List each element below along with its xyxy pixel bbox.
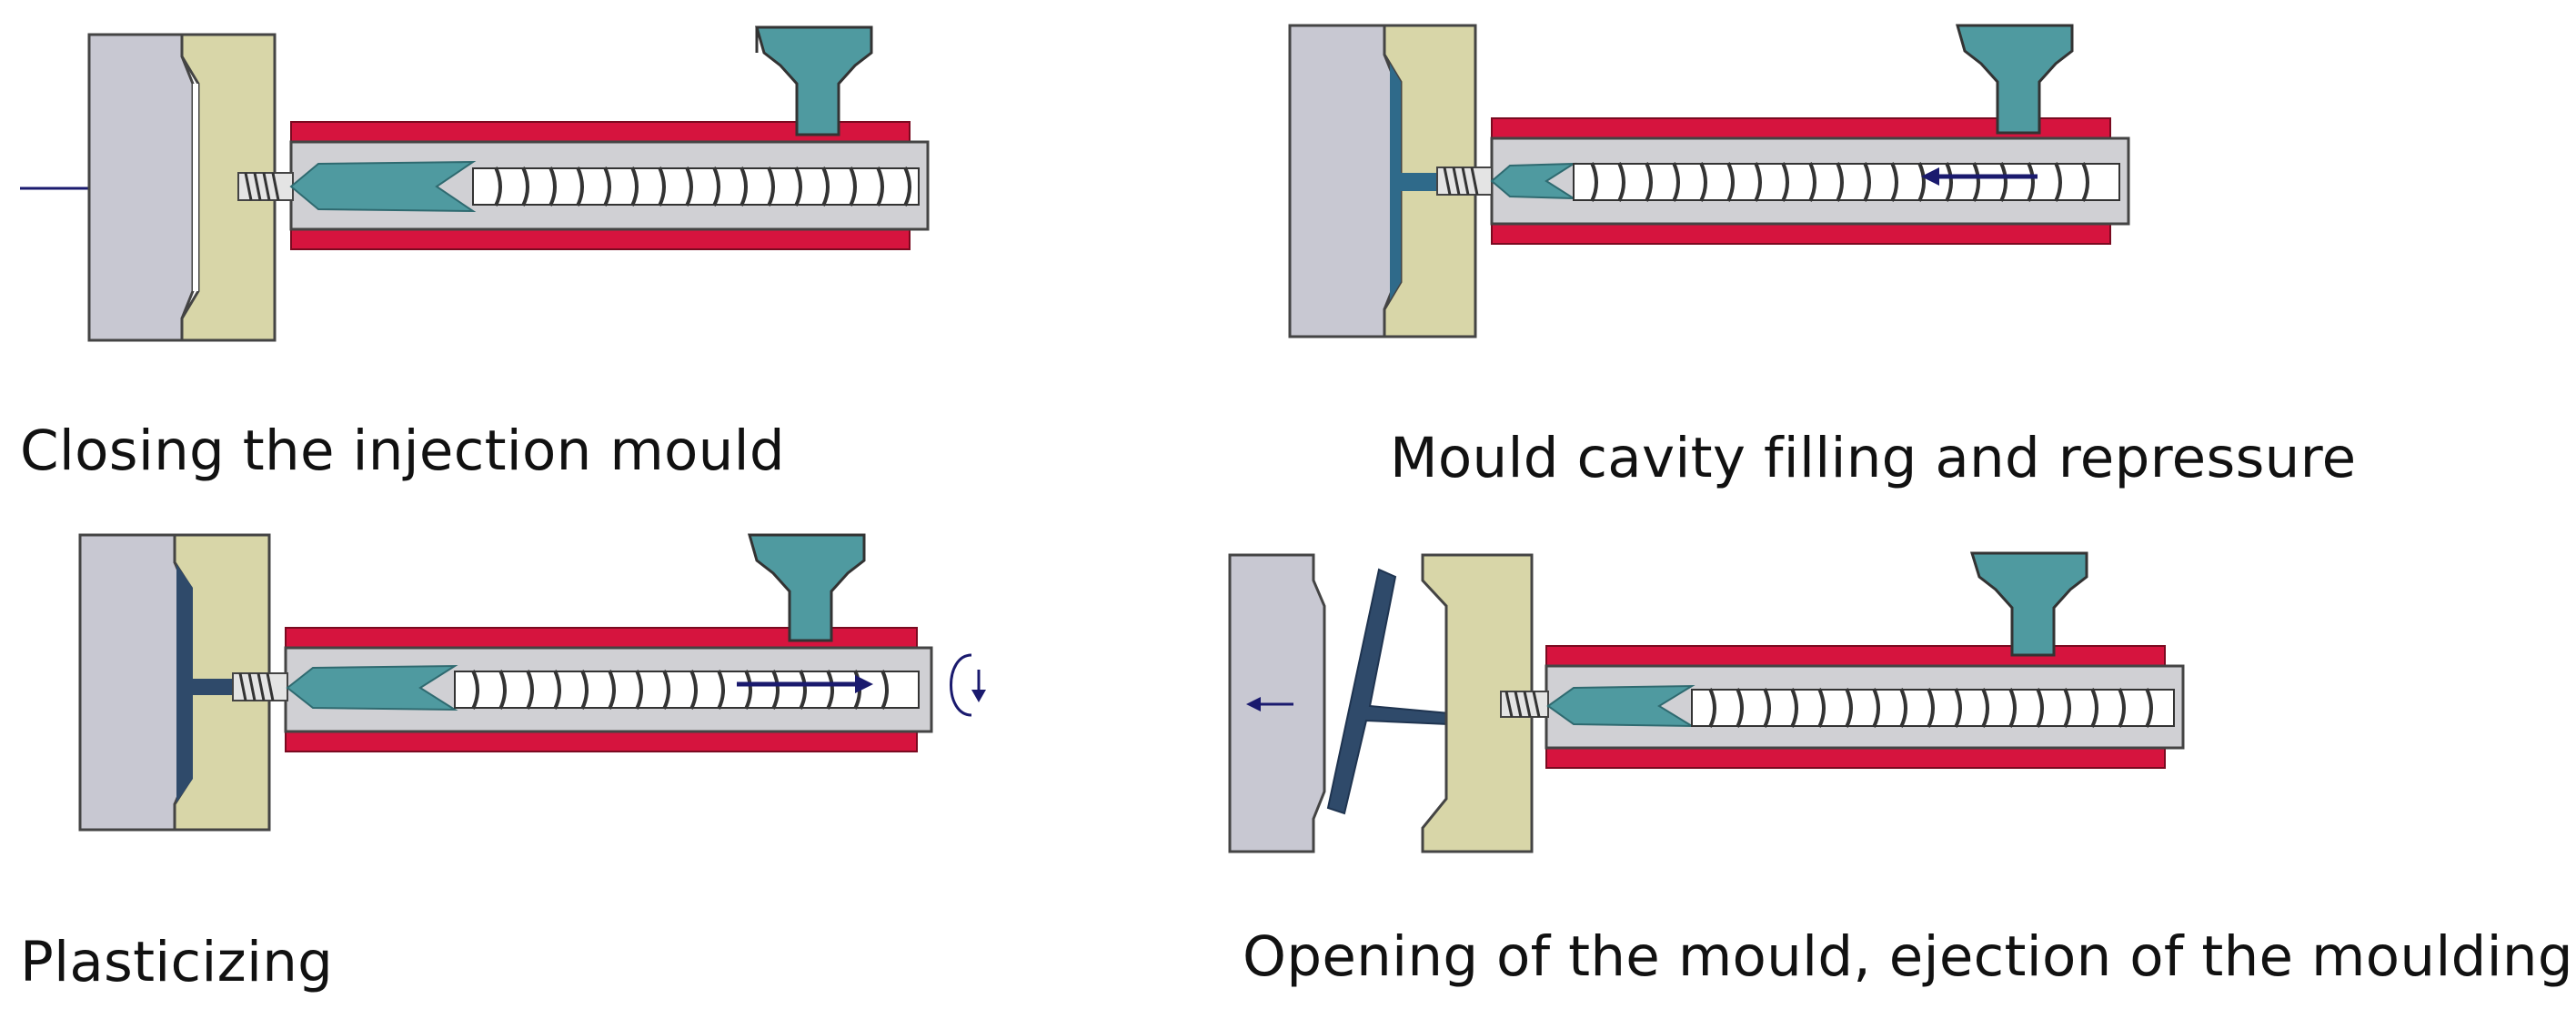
nozzle (232, 672, 288, 701)
screw-flights (494, 166, 911, 207)
heater-bands-bottom (1491, 223, 2111, 245)
step-ejection-caption: Opening of the mould, ejection of the mo… (1243, 924, 2573, 989)
melt-zone (286, 664, 458, 711)
step-plasticizing-diagram (78, 533, 986, 832)
step-filling-diagram (1288, 24, 2130, 338)
filled-cavity (1390, 64, 1455, 300)
double-arrow-icon (1921, 167, 2038, 186)
nozzle (237, 172, 294, 201)
screw (1573, 163, 2120, 201)
heater-bands-bottom (290, 228, 911, 250)
melt-zone (289, 160, 477, 213)
nozzle (1436, 166, 1493, 196)
hopper (1956, 24, 2074, 135)
step-closing-diagram (20, 25, 930, 342)
hopper (748, 533, 866, 642)
hopper (1969, 551, 2088, 657)
melt-zone (1490, 162, 1577, 200)
fixed-platen (87, 33, 195, 342)
hopper (755, 25, 873, 136)
moulded-part (176, 564, 238, 802)
moving-platen (180, 33, 277, 342)
heater-bands-bottom (285, 731, 918, 752)
step-plasticizing-caption: Plasticizing (20, 930, 334, 994)
mould-cavity (193, 84, 198, 291)
fixed-platen (78, 533, 187, 832)
rotation-arrow-icon (950, 653, 986, 717)
step-ejection-diagram (1228, 551, 2185, 853)
nozzle (1500, 691, 1549, 718)
screw (454, 671, 920, 709)
left-arrow-icon (1246, 697, 1293, 711)
screw-flights (1590, 162, 2089, 202)
ejected-moulding (1326, 568, 1452, 815)
step-filling-caption: Mould cavity filling and repressure (1390, 426, 2357, 490)
heater-bands-top (1545, 645, 2166, 667)
melt-zone (1546, 684, 1696, 728)
heater-bands-bottom (1545, 747, 2166, 769)
right-arrow-icon (737, 675, 873, 693)
screw (472, 167, 920, 206)
fixed-platen (1288, 24, 1397, 338)
moving-platen (1421, 553, 1534, 853)
screw-flights (1708, 688, 2153, 728)
step-closing-caption: Closing the injection mould (20, 419, 785, 483)
